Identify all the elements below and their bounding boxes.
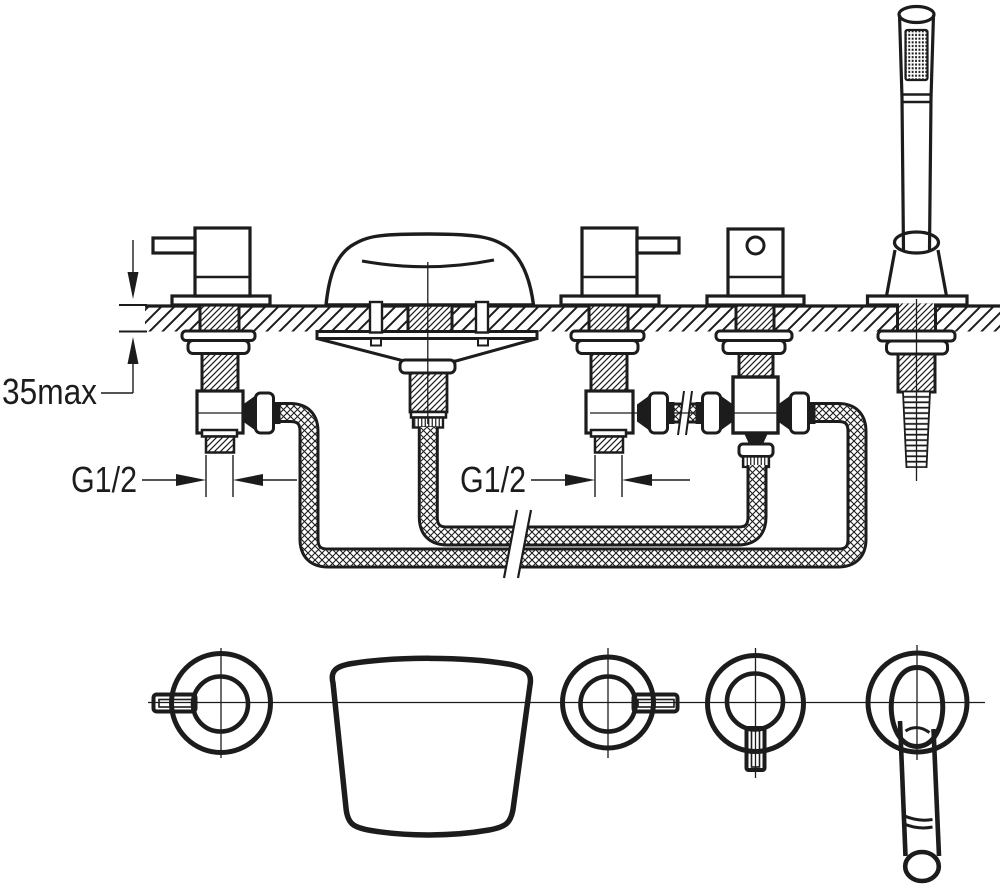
handshower-handle-edges — [897, 14, 936, 251]
valve-left-lever — [151, 236, 197, 255]
valve-right-block — [584, 389, 635, 435]
side-elevation-view: 35max — [2, 4, 1000, 579]
dimension-deck-depth: 35max — [2, 240, 147, 412]
valve-left-body — [193, 226, 252, 298]
spout-side-view — [315, 232, 539, 429]
valve-left-cap — [190, 674, 251, 734]
valve-right-body — [580, 226, 639, 298]
diverter-nut — [721, 339, 787, 355]
diverter-trim-ring — [705, 653, 806, 754]
diverter-bottom-neck — [744, 433, 768, 444]
hose-spout-to-diverter — [417, 427, 768, 547]
diverter-threaded-body — [737, 352, 775, 379]
deck-depth-label: 35max — [2, 371, 97, 412]
spout-fixing-bolt-right — [474, 300, 490, 334]
spout-threaded-shank — [408, 371, 449, 414]
diverter-side-view — [705, 227, 806, 469]
arrow-right-icon — [176, 474, 206, 486]
spout-deck-column — [406, 302, 454, 332]
valve-left-deck-shank — [198, 303, 241, 332]
holder-ring-plan — [865, 650, 970, 755]
deck-hatch — [145, 307, 1000, 332]
fitting-diverter-right — [778, 391, 816, 435]
diverter-knob-plan — [744, 726, 767, 772]
handshower-side-view — [865, 4, 969, 469]
valve-right-plan-view — [560, 648, 680, 758]
spout-body — [324, 232, 536, 307]
valve-left-side-view — [151, 226, 272, 454]
mounting-deck — [145, 304, 1000, 332]
handshower-top-cap — [897, 4, 936, 25]
valve-left-threaded-body — [200, 352, 240, 393]
hose-fittings — [243, 391, 816, 435]
diverter-block — [731, 375, 780, 435]
handshower-spray-face — [904, 28, 929, 82]
spout-clamp-trapezoid — [316, 337, 538, 363]
holder-cone — [884, 249, 949, 297]
valve-right-nut — [575, 339, 640, 355]
spout-plan-view — [329, 655, 534, 838]
valve-left-block — [195, 389, 245, 435]
diverter-deck-shank — [734, 303, 776, 332]
spout-outline-plan — [329, 655, 534, 838]
dimension-thread-right: G1/2 — [460, 455, 690, 500]
thread-right-label: G1/2 — [460, 459, 526, 500]
dimension-thread-left: G1/2 — [71, 455, 297, 500]
diverter-plan-view — [705, 648, 806, 778]
valve-left-nut — [186, 339, 251, 355]
arrow-left-icon — [233, 474, 263, 486]
diverter-knob-hole — [745, 235, 766, 256]
fitting-diverter-left — [695, 391, 733, 435]
arrow-down-icon — [127, 272, 139, 299]
valve-left-plan-view — [151, 648, 273, 758]
valve-right-deck-shank — [587, 303, 630, 332]
valve-right-threaded-body — [589, 352, 629, 393]
arrow-left-icon — [622, 474, 652, 486]
handshower-handle-end — [902, 849, 942, 884]
handshower-plan-view — [865, 645, 970, 884]
diverter-bottom-nut — [737, 442, 775, 458]
arrow-right-icon — [565, 474, 595, 486]
hose-break-marks — [502, 390, 696, 579]
flexible-hoses — [276, 402, 868, 569]
holder-rim — [892, 230, 941, 255]
valve-left-trim-ring — [169, 651, 273, 755]
valve-right-lever-plan — [631, 692, 680, 714]
handshower-handle-plan — [897, 720, 942, 857]
valve-right-inlet-stub — [593, 435, 625, 454]
valve-right-trim-ring — [560, 654, 656, 751]
spout-fixing-bolt-left — [368, 300, 384, 334]
valve-left-inlet-stub — [204, 435, 236, 454]
valve-right-lever — [635, 236, 681, 255]
thread-left-label: G1/2 — [71, 459, 137, 500]
holder-cradle-plan — [888, 664, 946, 750]
fitting-valve-left — [243, 391, 281, 435]
plan-view — [148, 645, 985, 884]
valve-right-side-view — [559, 226, 681, 454]
fitting-valve-right — [637, 391, 675, 435]
arrow-up-icon — [127, 337, 139, 364]
hose-valve-left-to-diverter — [276, 402, 868, 569]
